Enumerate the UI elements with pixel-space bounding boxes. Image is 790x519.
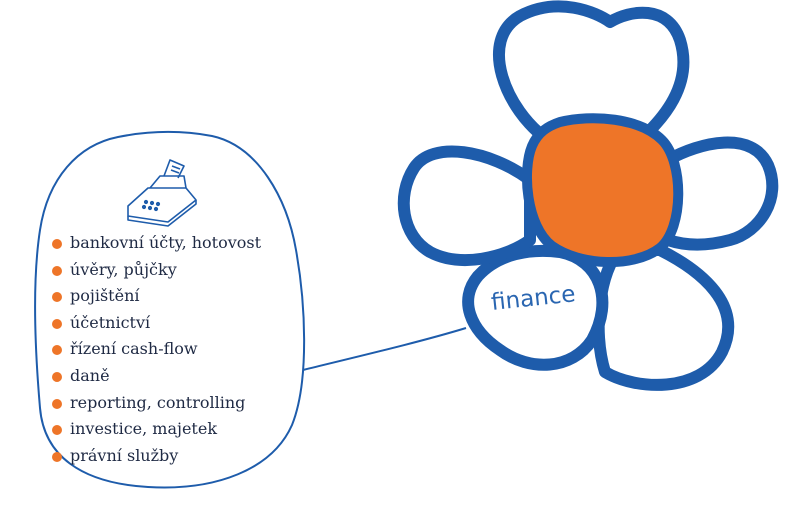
list-item: daně [52, 364, 261, 391]
list-item: účetnictví [52, 311, 261, 338]
bullet-dot [52, 398, 62, 409]
cash-register-icon [127, 159, 197, 227]
list-item-text: daně [70, 365, 110, 385]
list-item-text: bankovní účty, hotovost [70, 233, 262, 252]
list-item: právní služby [52, 444, 261, 471]
petal-top [493, 0, 690, 146]
petal-right [662, 136, 779, 251]
bullet-dot [52, 345, 62, 356]
connector-line [302, 327, 467, 371]
flower-center [522, 113, 684, 267]
list-item-text: účetnictví [70, 312, 151, 332]
list-item-text: reporting, controlling [70, 392, 246, 412]
list-item-text: právní služby [70, 445, 179, 465]
petal-bottom-right [592, 244, 735, 391]
bullet-dot [52, 292, 62, 303]
bullet-dot [52, 425, 62, 436]
list-item: úvěry, půjčky [52, 258, 261, 285]
bullet-dot [52, 371, 62, 382]
list-item-text: řízení cash-flow [70, 339, 198, 359]
list-item: bankovní účty, hotovost [52, 231, 261, 258]
list-item-text: investice, majetek [70, 419, 218, 439]
bullet-dot [52, 318, 62, 329]
petal-left [397, 145, 536, 267]
bullet-dot [52, 265, 62, 276]
flower [397, 0, 779, 391]
bubble-list: bankovní účty, hotovost úvěry, půjčky po… [52, 231, 261, 470]
list-item: investice, majetek [52, 417, 261, 444]
list-item: pojištění [52, 284, 261, 311]
list-item-text: úvěry, půjčky [70, 259, 177, 279]
list-item: reporting, controlling [52, 391, 261, 418]
petal-bottom-left [462, 244, 609, 371]
bullet-dot [52, 451, 62, 462]
bubble-outline [34, 131, 306, 489]
bullet-dot [52, 239, 62, 249]
list-item: řízení cash-flow [52, 337, 261, 364]
list-item-text: pojištění [70, 286, 140, 306]
